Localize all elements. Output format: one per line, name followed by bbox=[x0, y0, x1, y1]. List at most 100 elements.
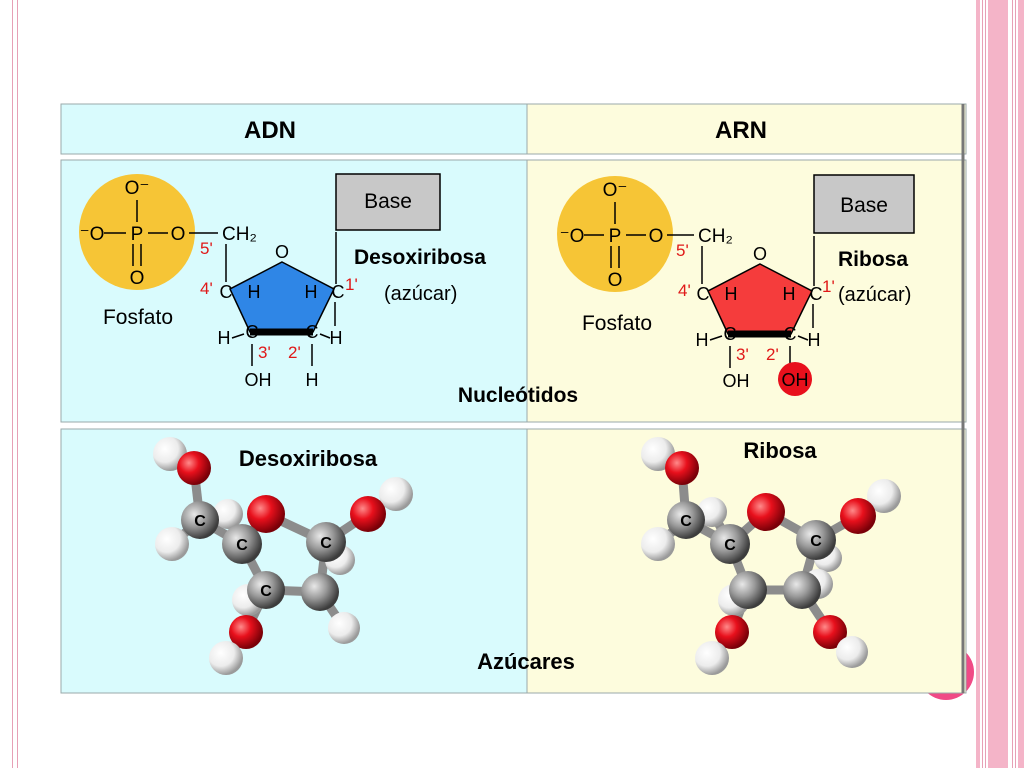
frame-stripe bbox=[1012, 0, 1016, 768]
oxygen-atom bbox=[247, 495, 285, 533]
phosphate-o-bottom: O bbox=[130, 268, 145, 289]
phosphate-o-bottom: O bbox=[608, 270, 623, 291]
c3-oh: OH bbox=[723, 371, 750, 391]
header-dna-bg bbox=[60, 103, 528, 155]
sugars-caption: Azúcares bbox=[477, 649, 575, 674]
carbon-atom-label: C bbox=[680, 513, 692, 530]
oxygen-atom bbox=[747, 493, 785, 531]
c4-atom: C bbox=[697, 284, 710, 304]
carbon-number-1: 1' bbox=[345, 275, 358, 294]
c1-atom: C bbox=[332, 282, 345, 302]
carbon-number-2: 2' bbox=[288, 343, 301, 362]
base-box bbox=[335, 173, 441, 231]
carbon-atom bbox=[729, 571, 767, 609]
oxygen-atom bbox=[229, 615, 263, 649]
c3-atom: C bbox=[724, 324, 737, 344]
carbon-atom-label: C bbox=[260, 583, 272, 600]
phosphate-circle bbox=[79, 174, 195, 290]
model-title-right: Ribosa bbox=[743, 438, 817, 463]
phosphate-label: Fosfato bbox=[582, 312, 652, 335]
carbon-atom bbox=[181, 501, 219, 539]
carbon-atom-label: C bbox=[320, 535, 332, 552]
phosphate-label: Fosfato bbox=[103, 306, 173, 329]
hydrogen-atom bbox=[836, 636, 868, 668]
c3-oh: OH bbox=[245, 370, 272, 390]
base-label: Base bbox=[840, 194, 888, 217]
carbon-number-5: 5' bbox=[200, 239, 213, 258]
ribose-3d-model: C C C bbox=[641, 437, 901, 675]
sugar-name: Ribosa bbox=[838, 248, 908, 271]
carbon-atom bbox=[247, 571, 285, 609]
carbon-number-4: 4' bbox=[678, 281, 691, 300]
highlight-2-oh bbox=[778, 362, 812, 396]
carbon-atom bbox=[301, 573, 339, 611]
c2-h-bottom: H bbox=[306, 370, 319, 390]
carbon-atom bbox=[306, 522, 346, 562]
header-rna-bg bbox=[526, 103, 967, 155]
c2-h-right: H bbox=[808, 330, 821, 350]
nucleotides-caption: Nucleótidos bbox=[458, 384, 578, 407]
c2-atom: C bbox=[784, 324, 797, 344]
slide-frame-right bbox=[976, 0, 1024, 768]
phosphate-p: P bbox=[131, 224, 144, 245]
hydrogen-atom bbox=[641, 527, 675, 561]
c3-h-left: H bbox=[696, 330, 709, 350]
c1-h: H bbox=[305, 282, 318, 302]
c2-atom: C bbox=[306, 322, 319, 342]
hydrogen-atom bbox=[379, 477, 413, 511]
c1-atom: C bbox=[810, 284, 823, 304]
hydrogen-atom bbox=[155, 527, 189, 561]
phosphate-circle bbox=[557, 176, 673, 292]
carbon-atom bbox=[667, 501, 705, 539]
c4-h: H bbox=[248, 282, 261, 302]
phosphate-o-top: O⁻ bbox=[125, 178, 150, 199]
carbon-atom bbox=[222, 524, 262, 564]
sugar-name: Desoxiribosa bbox=[354, 246, 486, 269]
phosphate-o-left: ⁻O bbox=[80, 224, 105, 245]
phosphate-p: P bbox=[609, 226, 622, 247]
oxygen-atom bbox=[840, 498, 876, 534]
c2-oh: OH bbox=[782, 370, 809, 390]
c4-h: H bbox=[725, 284, 738, 304]
oxygen-atom bbox=[813, 615, 847, 649]
carbon-number-1: 1' bbox=[822, 277, 835, 296]
model-title-left: Desoxiribosa bbox=[239, 446, 378, 471]
carbon-number-2: 2' bbox=[766, 345, 779, 364]
sugar-subtitle: (azúcar) bbox=[838, 284, 911, 306]
header-rna: ARN bbox=[715, 117, 767, 144]
hydrogen-atom bbox=[213, 499, 243, 529]
ch2-group: CH₂ bbox=[222, 224, 257, 245]
model-dna-bg bbox=[60, 428, 528, 694]
nucleotide-dna: O⁻ ⁻O P O O Fosfato CH₂ O C H H C C C H … bbox=[79, 173, 486, 390]
frame-stripe bbox=[988, 0, 1008, 768]
sugar-subtitle: (azúcar) bbox=[384, 283, 457, 305]
carbon-number-3: 3' bbox=[258, 343, 271, 362]
oxygen-atom bbox=[177, 451, 211, 485]
base-label: Base bbox=[364, 190, 412, 213]
carbon-atom bbox=[710, 524, 750, 564]
ring-oxygen: O bbox=[275, 242, 289, 262]
c3-atom: C bbox=[246, 322, 259, 342]
frame-stripe bbox=[1018, 0, 1024, 768]
carbon-number-3: 3' bbox=[736, 345, 749, 364]
carbon-atom-label: C bbox=[724, 537, 736, 554]
carbon-atom bbox=[783, 571, 821, 609]
phosphate-o-right: O bbox=[171, 224, 186, 245]
base-box bbox=[813, 174, 915, 234]
phosphate-o-left: ⁻O bbox=[560, 226, 585, 247]
ring-oxygen: O bbox=[753, 244, 767, 264]
deoxyribose-3d-model: C C C C bbox=[153, 437, 413, 675]
slide-frame-left bbox=[12, 0, 18, 768]
frame-stripe bbox=[982, 0, 986, 768]
oxygen-atom bbox=[665, 451, 699, 485]
ch2-group: CH₂ bbox=[698, 226, 733, 247]
phosphate-o-right: O bbox=[649, 226, 664, 247]
carbon-number-5: 5' bbox=[676, 241, 689, 260]
carbon-atom bbox=[796, 520, 836, 560]
model-rna-bg bbox=[526, 428, 967, 694]
frame-stripe bbox=[976, 0, 980, 768]
carbon-atom-label: C bbox=[236, 537, 248, 554]
oxygen-atom bbox=[350, 496, 386, 532]
carbon-number-4: 4' bbox=[200, 279, 213, 298]
